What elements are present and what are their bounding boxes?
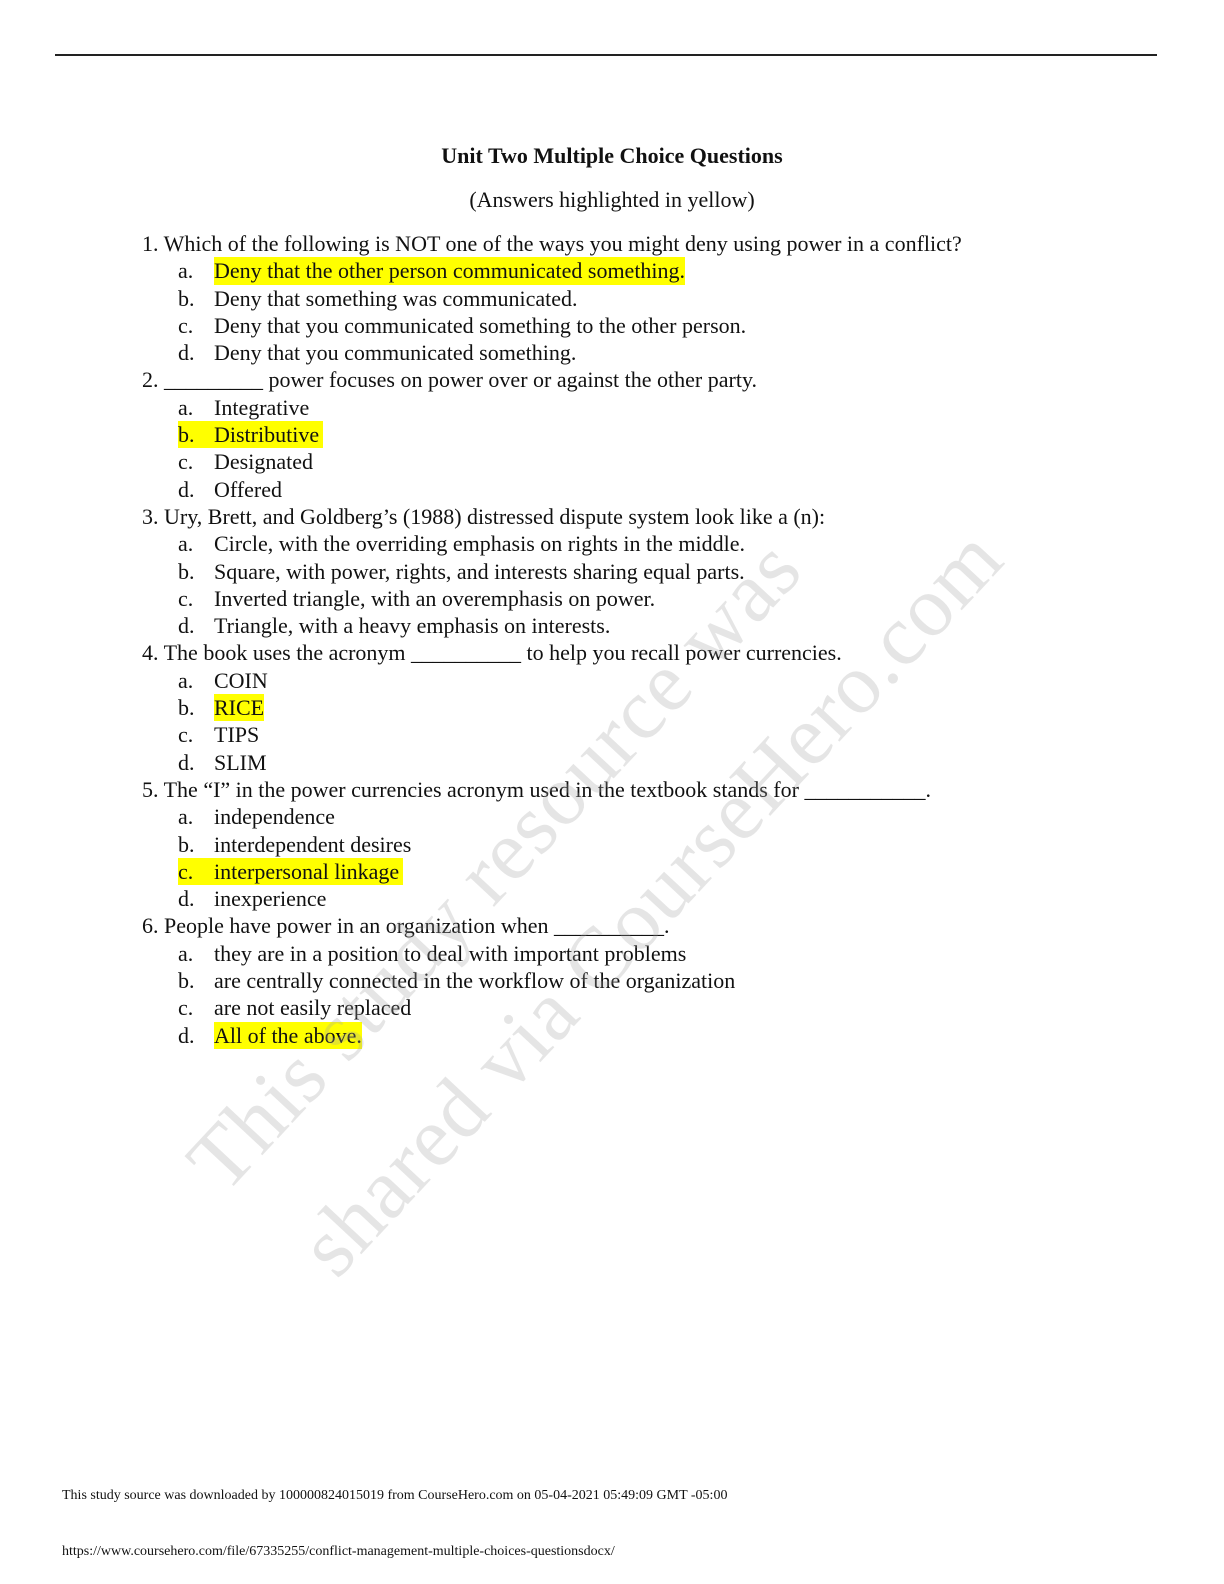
document-title: Unit Two Multiple Choice Questions <box>441 143 783 168</box>
option-letter: a. <box>178 394 194 420</box>
question-text: Which of the following is NOT one of the… <box>163 231 962 256</box>
option-letter: c. <box>178 585 194 611</box>
option-1-c: c. Deny that you communicated something t… <box>142 312 1102 339</box>
option-2-d: d. Offered <box>142 476 1102 503</box>
option-text: Triangle, with a heavy emphasis on inter… <box>214 613 611 639</box>
option-letter: b. <box>178 695 195 721</box>
question-text: People have power in an organization whe… <box>164 913 670 939</box>
option-text: COIN <box>214 667 268 693</box>
option-text: Deny that you communicated something to … <box>214 312 747 338</box>
option-letter: c. <box>178 312 194 338</box>
option-letter: d. <box>178 340 195 366</box>
option-text: independence <box>214 804 335 830</box>
answer-highlighted-text: Distributive <box>214 421 324 449</box>
option-letter: a. <box>178 531 194 557</box>
option-text: Deny that something was communicated. <box>214 285 578 311</box>
source-url[interactable]: https://www.coursehero.com/file/67335255… <box>62 1544 615 1559</box>
download-note: This study source was downloaded by 1000… <box>62 1488 728 1503</box>
option-text: Deny that you communicated something. <box>214 340 577 366</box>
option-text: they are in a position to deal with impo… <box>214 940 687 966</box>
question-5: 5. The “I” in the power currencies acron… <box>142 776 1102 803</box>
option-letter: a. <box>178 667 194 693</box>
option-1-d: d. Deny that you communicated something. <box>142 339 1102 366</box>
option-5-a: a. independence <box>142 803 1102 830</box>
option-6-c: c. are not easily replaced <box>142 994 1102 1021</box>
question-text: The “I” in the power currencies acronym … <box>163 776 931 802</box>
option-3-c: c. Inverted triangle, with an overemphasi… <box>142 585 1102 612</box>
option-letter: c. <box>178 995 194 1021</box>
option-text: Inverted triangle, with an overemphasis … <box>214 585 656 611</box>
option-letter: b. <box>178 968 195 994</box>
option-6-b: b. are centrally connected in the workflo… <box>142 967 1102 994</box>
answer-highlighted-text: interpersonal linkage <box>214 857 404 886</box>
option-letter: d. <box>178 476 195 502</box>
option-text: inexperience <box>214 886 327 912</box>
option-letter: b. <box>178 285 195 311</box>
option-text: interdependent desires <box>214 831 412 857</box>
option-4-a: a. COIN <box>142 667 1102 694</box>
option-text: TIPS <box>214 722 260 748</box>
option-text: Square, with power, rights, and interest… <box>214 558 745 584</box>
question-number: 1. <box>142 231 159 256</box>
answer-highlighted-text: RICE <box>214 694 265 722</box>
option-letter: d. <box>178 613 195 639</box>
option-4-c: c. TIPS <box>142 721 1102 748</box>
question-number: 5. <box>142 776 159 802</box>
option-text: SLIM <box>214 749 267 775</box>
option-text: Designated <box>214 449 313 475</box>
option-1-b: b. Deny that something was communicated. <box>142 285 1102 312</box>
option-letter: b. <box>178 558 195 584</box>
option-2-c: c. Designated <box>142 448 1102 475</box>
option-6-d: d. All of the above. <box>142 1021 1102 1049</box>
option-letter: b. <box>178 421 217 449</box>
question-6: 6. People have power in an organization … <box>142 912 1102 939</box>
option-letter: d. <box>178 886 195 912</box>
option-letter: a. <box>178 940 194 966</box>
option-4-d: d. SLIM <box>142 749 1102 776</box>
option-text: are not easily replaced <box>214 995 412 1021</box>
question-number: 2. <box>142 367 159 393</box>
question-number: 6. <box>142 913 159 939</box>
question-4: 4. The book uses the acronym __________ … <box>142 639 1102 666</box>
option-letter: d. <box>178 749 195 775</box>
option-5-d: d. inexperience <box>142 885 1102 912</box>
option-3-b: b. Square, with power, rights, and intere… <box>142 558 1102 585</box>
option-letter: a. <box>178 258 194 284</box>
option-letter: c. <box>178 722 194 748</box>
option-1-a: a. Deny that the other person communicate… <box>142 257 1102 285</box>
question-list: 1. Which of the following is NOT one of … <box>142 230 1102 1049</box>
option-letter: c. <box>178 449 194 475</box>
option-2-b: b.Distributive <box>142 421 1102 449</box>
document-subtitle: (Answers highlighted in yellow) <box>469 187 755 212</box>
option-letter: c. <box>178 857 216 886</box>
question-2: 2. _________ power focuses on power over… <box>142 366 1102 393</box>
question-1: 1. Which of the following is NOT one of … <box>142 230 1102 257</box>
option-letter: b. <box>178 831 195 857</box>
option-5-b: b. interdependent desires <box>142 831 1102 858</box>
question-number: 4. <box>142 640 159 666</box>
option-3-d: d. Triangle, with a heavy emphasis on int… <box>142 612 1102 639</box>
question-text: Ury, Brett, and Goldberg’s (1988) distre… <box>164 503 826 529</box>
question-number: 3. <box>142 503 159 529</box>
option-letter: d. <box>178 1022 195 1048</box>
question-text: The book uses the acronym __________ to … <box>163 640 842 666</box>
answer-highlighted-text: Deny that the other person communicated … <box>214 257 686 285</box>
question-text: _________ power focuses on power over or… <box>164 367 758 393</box>
option-6-a: a. they are in a position to deal with im… <box>142 940 1102 967</box>
question-3: 3. Ury, Brett, and Goldberg’s (1988) dis… <box>142 503 1102 530</box>
option-text: Integrative <box>214 394 310 420</box>
option-5-c: c.interpersonal linkage <box>142 857 1102 886</box>
option-4-b: b. RICE <box>142 694 1102 722</box>
answer-highlighted-text: All of the above. <box>214 1021 362 1049</box>
option-text: Circle, with the overriding emphasis on … <box>214 531 745 557</box>
option-text: are centrally connected in the workflow … <box>214 968 736 994</box>
option-3-a: a. Circle, with the overriding emphasis o… <box>142 530 1102 557</box>
option-text: Offered <box>214 476 282 502</box>
header-rule <box>55 54 1157 56</box>
option-2-a: a. Integrative <box>142 394 1102 421</box>
option-letter: a. <box>178 804 194 830</box>
